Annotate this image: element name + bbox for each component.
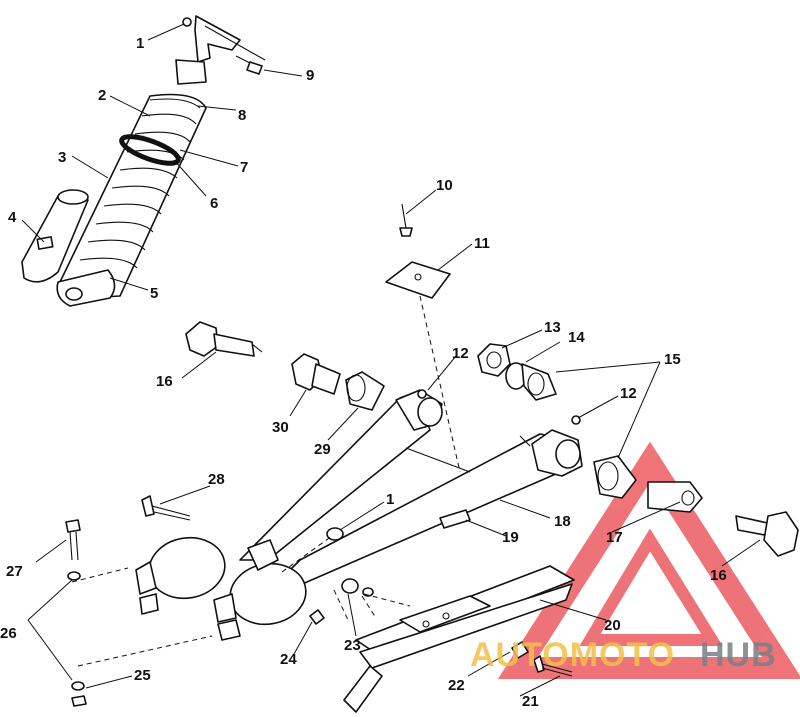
callout-12-upper: 12	[452, 345, 469, 362]
nut-13	[477, 343, 511, 377]
nut-1-lower	[326, 527, 344, 541]
callout-27: 27	[6, 563, 23, 580]
callout-24: 24	[280, 651, 297, 668]
bolt-16-right	[735, 511, 799, 557]
callout-14: 14	[568, 329, 585, 346]
callout-22: 22	[448, 677, 465, 694]
callout-9: 9	[306, 67, 314, 84]
callout-7: 7	[240, 159, 248, 176]
callout-6: 6	[210, 195, 218, 212]
callout-12-right: 12	[620, 385, 637, 402]
watermark-logo-text: AUTOMOTO HUB	[470, 636, 777, 674]
watermark-text-automoto: AUTOMOTO	[470, 636, 675, 674]
shock-absorber	[21, 15, 266, 307]
callout-19: 19	[502, 529, 519, 546]
callout-25: 25	[134, 667, 151, 684]
callout-20: 20	[604, 617, 621, 634]
callout-labels: 1 2 3 4 5 6 7 8 9 10 11 12 13 14 15 12 1…	[0, 35, 727, 710]
watermark-triangle-logo	[497, 441, 800, 679]
callout-18: 18	[554, 513, 571, 530]
bushing-15	[593, 455, 637, 499]
callout-16-right: 16	[710, 567, 727, 584]
callout-8: 8	[238, 107, 246, 124]
bolt-28	[141, 495, 191, 521]
callout-2: 2	[98, 87, 106, 104]
bolt-16-left	[185, 321, 263, 357]
bushing-17	[647, 481, 703, 513]
callout-21: 21	[522, 693, 539, 710]
callout-28: 28	[208, 471, 225, 488]
leader-lines	[21, 23, 761, 697]
nut-25	[71, 681, 87, 707]
callout-26: 26	[0, 625, 17, 642]
callout-5: 5	[150, 285, 158, 302]
callout-13: 13	[544, 319, 561, 336]
swing-arm-18	[135, 389, 583, 641]
callout-3: 3	[58, 149, 66, 166]
washer-23	[341, 578, 374, 597]
bushing-30	[291, 353, 341, 395]
callout-11: 11	[474, 235, 490, 252]
callout-17: 17	[606, 529, 623, 546]
washer-14	[505, 362, 557, 401]
rivet-10	[399, 203, 413, 237]
bolt-27	[65, 519, 81, 581]
callout-1-bottom: 1	[386, 491, 394, 508]
callout-30: 30	[272, 419, 289, 436]
nut-22	[511, 641, 529, 659]
callout-1-top: 1	[136, 35, 144, 52]
callout-29: 29	[314, 441, 331, 458]
pad-11	[385, 261, 451, 299]
slide-rail-20	[343, 565, 575, 713]
callout-16-left: 16	[156, 373, 173, 390]
bolt-9	[235, 55, 263, 75]
callout-15: 15	[664, 351, 681, 368]
bushing-29	[345, 371, 385, 411]
bolt-21	[533, 655, 573, 677]
callout-23: 23	[344, 637, 361, 654]
callout-4: 4	[8, 209, 17, 226]
nut-24	[309, 609, 325, 625]
callout-10: 10	[436, 177, 453, 194]
watermark-text-hub: HUB	[700, 636, 777, 674]
